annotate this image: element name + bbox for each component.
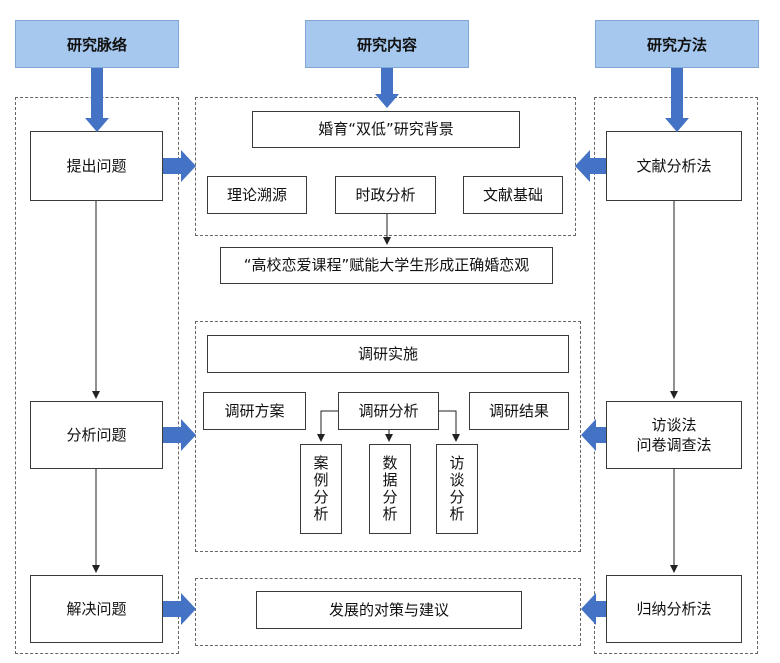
header-label: 研究方法 (646, 35, 707, 54)
research-background-label: 婚育“双低”研究背景 (318, 120, 454, 139)
propose-problem-label: 提出问题 (66, 156, 127, 175)
header-research-content: 研究内容 (305, 20, 469, 68)
header-research-context: 研究脉络 (15, 20, 179, 68)
survey-plan-label: 调研方案 (224, 401, 285, 420)
left-arrow-literature (575, 150, 606, 182)
right-arrow-propose (163, 150, 196, 182)
survey-analysis-box: 调研分析 (338, 392, 439, 430)
research-background-box: 婚育“双低”研究背景 (252, 111, 520, 148)
literature-basis-box: 文献基础 (463, 176, 563, 214)
literature-method-label: 文献分析法 (636, 156, 712, 175)
policy-analysis-box: 时政分析 (335, 176, 436, 214)
survey-analysis-label: 调研分析 (358, 401, 419, 420)
header-research-method: 研究方法 (595, 20, 759, 68)
right-arrow-analyze (163, 419, 196, 451)
solve-problem-label: 解决问题 (66, 599, 127, 618)
suggestion-box: 发展的对策与建议 (256, 591, 522, 629)
solve-problem-box: 解决问题 (30, 575, 163, 643)
down-arrow-left (85, 68, 109, 132)
theory-origin-label: 理论溯源 (226, 185, 287, 204)
survey-result-box: 调研结果 (469, 392, 569, 430)
research-goal-label: “高校恋爱课程”赋能大学生形成正确婚恋观 (243, 256, 530, 275)
data-analysis-box: 数据分析 (369, 444, 411, 534)
left-arrow-induction (581, 593, 606, 625)
literature-method-box: 文献分析法 (606, 131, 742, 201)
left-arrow-interview (581, 419, 606, 451)
survey-implement-label: 调研实施 (357, 344, 418, 363)
survey-plan-box: 调研方案 (203, 392, 306, 430)
right-arrow-solve (163, 593, 196, 625)
case-analysis-box: 案例分析 (300, 444, 342, 534)
case-analysis-label: 案例分析 (311, 455, 330, 523)
down-arrow-middle (375, 68, 399, 108)
literature-basis-label: 文献基础 (482, 185, 543, 204)
theory-origin-box: 理论溯源 (207, 176, 307, 214)
down-arrow-right (665, 68, 689, 132)
data-analysis-label: 数据分析 (380, 455, 399, 523)
interview-analysis-box: 访谈分析 (436, 444, 478, 534)
interview-method-label: 访谈法 (651, 415, 697, 434)
analyze-problem-box: 分析问题 (30, 401, 163, 469)
header-label: 研究内容 (356, 35, 417, 54)
survey-method-label: 问卷调查法 (636, 436, 712, 454)
interview-survey-method-box: 访谈法 问卷调查法 (606, 401, 742, 469)
induction-method-label: 归纳分析法 (636, 599, 712, 618)
propose-problem-box: 提出问题 (30, 131, 163, 201)
interview-analysis-label: 访谈分析 (447, 455, 466, 523)
content-frame-bottom (195, 578, 581, 646)
survey-result-label: 调研结果 (488, 401, 549, 420)
branch-to-case (317, 410, 338, 442)
analyze-problem-label: 分析问题 (66, 425, 127, 444)
header-label: 研究脉络 (66, 35, 127, 54)
induction-method-box: 归纳分析法 (606, 575, 742, 643)
policy-analysis-label: 时政分析 (355, 185, 416, 204)
branch-to-interview (439, 410, 460, 442)
content-frame-middle (195, 321, 581, 552)
suggestion-label: 发展的对策与建议 (328, 600, 449, 619)
research-goal-box: “高校恋爱课程”赋能大学生形成正确婚恋观 (220, 247, 553, 284)
survey-implement-box: 调研实施 (207, 335, 569, 373)
